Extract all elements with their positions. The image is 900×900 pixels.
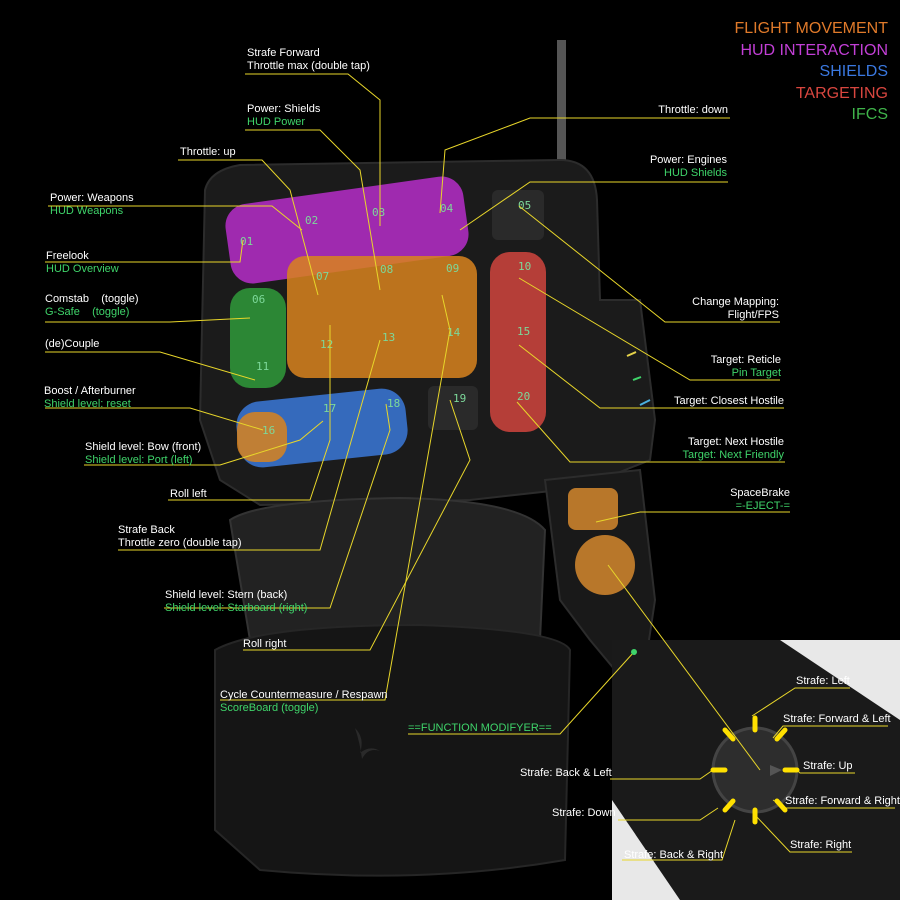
function-modifier-dot — [631, 649, 637, 655]
key-13: 13 — [382, 331, 395, 344]
cable — [557, 40, 566, 190]
label-cycle-countermeasure: Cycle Countermeasure / Respawn ScoreBoar… — [220, 689, 388, 714]
label-roll-right: Roll right — [243, 638, 287, 650]
key-04: 04 — [440, 202, 454, 215]
label-spacebrake: SpaceBrake =-EJECT-= — [730, 487, 790, 512]
label-power-shields: Power: Shields HUD Power — [247, 103, 321, 128]
label-strafe-down: Strafe: Down — [552, 807, 616, 819]
key-08: 08 — [380, 263, 393, 276]
label-power-engines: Power: Engines HUD Shields — [649, 154, 727, 179]
label-change-mapping: Change Mapping: Flight/FPS — [692, 296, 779, 321]
label-throttle-down: Throttle: down — [658, 104, 728, 116]
label-strafe-right: Strafe: Right — [790, 839, 852, 851]
label-strafe-back-right: Strafe: Back & Right — [624, 849, 724, 861]
label-target-reticle: Target: Reticle Pin Target — [710, 354, 781, 379]
key-10: 10 — [518, 260, 531, 273]
key-19: 19 — [453, 392, 466, 405]
color-legend: FLIGHT MOVEMENT HUD INTERACTION SHIELDS … — [735, 18, 889, 126]
razer-logo-icon — [355, 728, 380, 759]
key-20: 20 — [517, 390, 530, 403]
palm-rest-base — [214, 623, 572, 877]
key-07: 07 — [316, 270, 329, 283]
label-strafe-forward: Strafe Forward Throttle max (double tap) — [247, 47, 370, 72]
key-02: 02 — [305, 214, 318, 227]
label-strafe-back-left: Strafe: Back & Left — [520, 767, 612, 779]
legend-targeting: TARGETING — [795, 84, 888, 102]
key-01: 01 — [240, 235, 253, 248]
legend-hud-interaction: HUD INTERACTION — [740, 41, 888, 59]
thumbstick-direction-ticks — [710, 715, 800, 825]
key-18: 18 — [387, 397, 400, 410]
label-strafe-left: Strafe: Left — [796, 675, 850, 687]
key-12: 12 — [320, 338, 333, 351]
key-05: 05 — [518, 199, 531, 212]
spacebrake-button — [568, 488, 618, 530]
key-groups — [225, 176, 546, 468]
label-freelook: Freelook HUD Overview — [46, 250, 119, 275]
key-15: 15 — [517, 325, 530, 338]
key-09: 09 — [446, 262, 459, 275]
label-target-next: Target: Next Hostile Target: Next Friend… — [682, 436, 784, 461]
label-shield-stern: Shield level: Stern (back) Shield level:… — [165, 589, 308, 614]
label-roll-left: Roll left — [170, 488, 207, 500]
label-target-closest: Target: Closest Hostile — [673, 395, 784, 407]
key-11: 11 — [256, 360, 269, 373]
label-strafe-up: Strafe: Up — [803, 760, 853, 772]
key-16: 16 — [262, 424, 275, 437]
label-decouple: (de)Couple — [45, 338, 100, 350]
label-strafe-back: Strafe Back Throttle zero (double tap) — [118, 524, 242, 549]
legend-flight-movement: FLIGHT MOVEMENT — [734, 20, 889, 37]
legend-shields: SHIELDS — [819, 63, 888, 80]
label-comstab: Comstab (toggle) G-Safe (toggle) — [45, 293, 139, 318]
thumbstick-leader-lines — [610, 687, 895, 861]
legend-ifcs: IFCS — [851, 106, 888, 123]
thumbstick-arrow-icon — [770, 765, 782, 776]
leader-lines — [45, 73, 790, 771]
label-throttle-up: Throttle: up — [180, 146, 236, 158]
label-power-weapons: Power: Weapons HUD Weapons — [50, 192, 134, 217]
key-03: 03 — [372, 206, 385, 219]
label-strafe-forward-left: Strafe: Forward & Left — [783, 713, 891, 725]
label-function-modifyer: ==FUNCTION MODIFYER== — [408, 722, 552, 734]
label-boost: Boost / Afterburner Shield level: reset — [44, 385, 136, 410]
thumbstick-cap — [575, 535, 635, 595]
label-strafe-forward-right: Strafe: Forward & Right — [785, 795, 900, 807]
label-shield-bow: Shield level: Bow (front) Shield level: … — [85, 441, 202, 466]
key-06: 06 — [252, 293, 265, 306]
key-14: 14 — [447, 326, 461, 339]
